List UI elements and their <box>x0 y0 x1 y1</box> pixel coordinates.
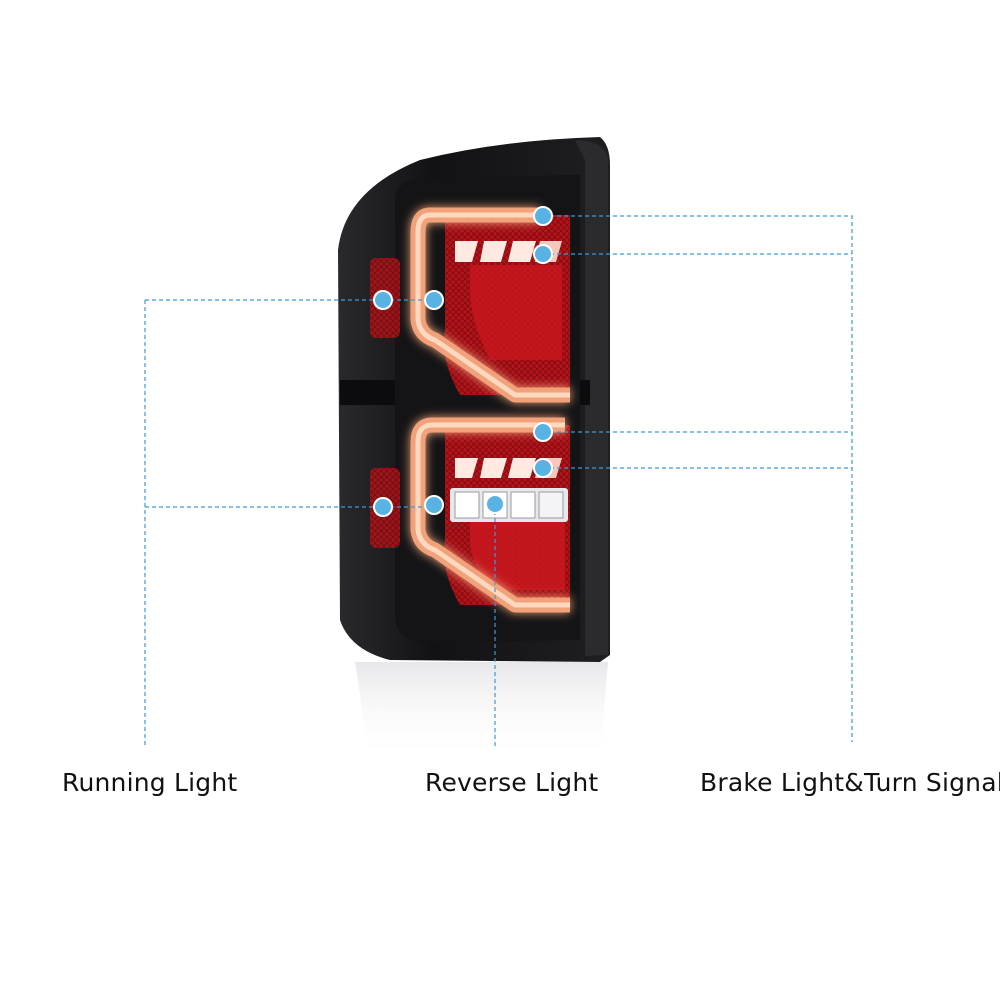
callout-lines <box>144 215 853 748</box>
reverse-light-caption: Reverse Light <box>425 768 599 797</box>
circle-dot-icon <box>424 495 444 515</box>
circle-dot-icon <box>533 244 553 264</box>
lower-lamp-module <box>410 417 570 613</box>
reverse-lamp-block <box>450 488 568 522</box>
circle-dot-icon <box>533 206 553 226</box>
brake-turn-leader <box>543 215 853 742</box>
circle-dot-icon <box>373 290 393 310</box>
circle-dot-icon <box>424 290 444 310</box>
circle-dot-icon <box>533 458 553 478</box>
running-light-caption: Running Light <box>62 768 238 797</box>
brake-turn-caption: Brake Light&Turn Signal <box>700 768 1000 797</box>
floor-reflection <box>355 662 608 760</box>
circle-dot-icon <box>373 497 393 517</box>
running-light-leader <box>144 299 434 748</box>
callout-markers <box>373 206 553 517</box>
circle-dot-icon <box>533 422 553 442</box>
circle-dot-icon <box>485 494 505 514</box>
